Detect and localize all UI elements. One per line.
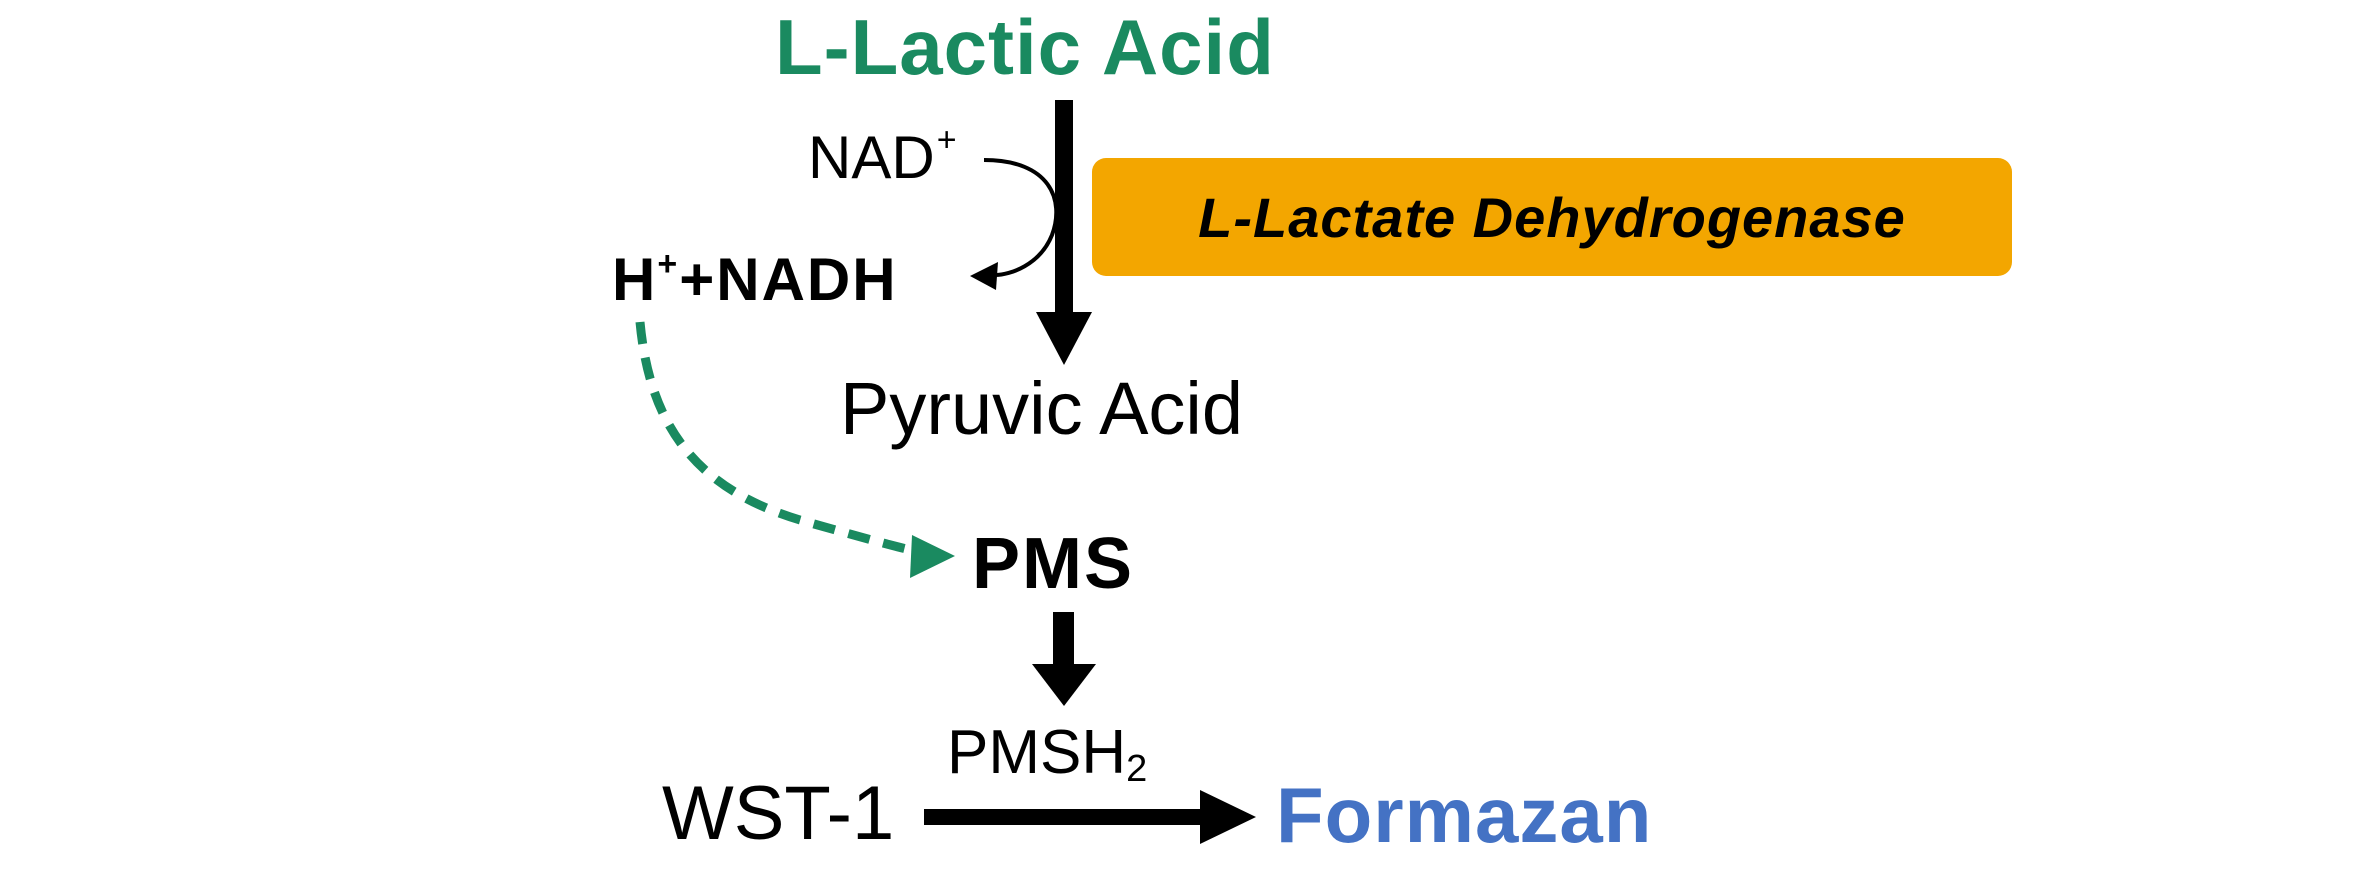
product-label: Pyruvic Acid (840, 367, 1244, 450)
dye-arrow-head (1200, 790, 1256, 844)
cofactor-in-label: NAD+ (808, 123, 957, 188)
mediator-arrow-head (1032, 664, 1096, 706)
cofactor-out-prefix: H (612, 246, 658, 313)
electron-transfer-curve (635, 321, 921, 557)
cofactor-arrow (970, 158, 1059, 290)
dye-reduction-arrow (924, 790, 1256, 844)
final-product-label: Formazan (1276, 771, 1653, 859)
electron-mediator-label: PMS (972, 524, 1135, 604)
dye-label: WST-1 (662, 771, 895, 856)
reduced-mediator-text: PMSH (947, 718, 1127, 787)
mediator-arrow-shaft (1053, 612, 1074, 667)
cofactor-out-charge: + (657, 245, 680, 283)
main-arrow-head (1036, 312, 1092, 365)
cofactor-out-suffix: +NADH (679, 246, 898, 313)
cofactor-out-label: H++NADH (612, 247, 898, 310)
substrate-label: L-Lactic Acid (775, 3, 1275, 91)
cofactor-arrow-curve (983, 158, 1059, 277)
dye-arrow-shaft (924, 809, 1210, 825)
enzyme-box: L-Lactate Dehydrogenase (1092, 158, 2012, 276)
electron-transfer-arrow (635, 321, 955, 578)
cofactor-in-text: NAD (808, 124, 935, 191)
mediator-down-arrow (1032, 612, 1096, 706)
main-reaction-arrow (1036, 100, 1092, 365)
cofactor-arrow-head (970, 262, 998, 290)
main-arrow-shaft (1055, 100, 1073, 315)
enzyme-label: L-Lactate Dehydrogenase (1198, 185, 1906, 249)
reduced-mediator-subscript: 2 (1126, 748, 1148, 790)
electron-transfer-head (910, 535, 955, 578)
reduced-mediator-label: PMSH2 (947, 722, 1147, 789)
cofactor-in-charge: + (936, 121, 957, 159)
